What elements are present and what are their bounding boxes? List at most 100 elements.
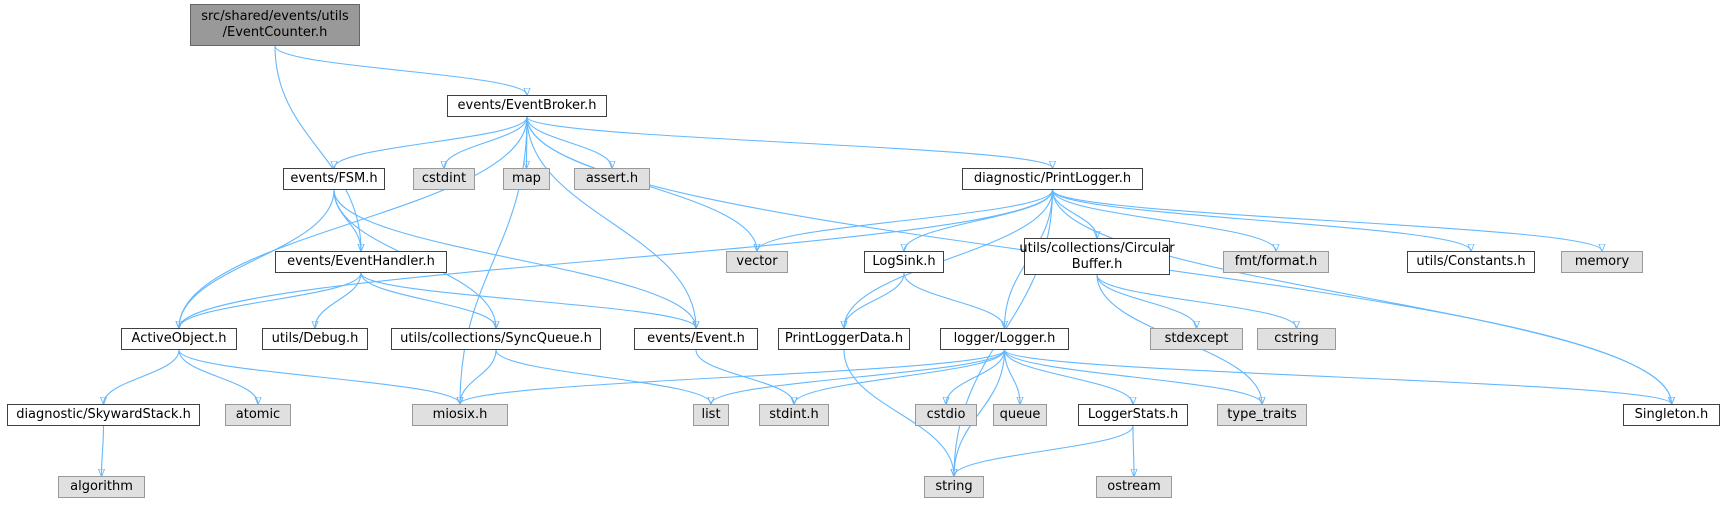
node-miosix: miosix.h bbox=[412, 404, 508, 426]
edge-logger-to-cstdio bbox=[946, 349, 1006, 404]
node-logger[interactable]: logger/Logger.h bbox=[940, 328, 1069, 350]
edge-activeobj-to-miosix bbox=[178, 349, 460, 404]
edge-logger-to-miosix bbox=[460, 349, 1006, 404]
node-label: atomic bbox=[235, 407, 281, 422]
node-label: Singleton.h bbox=[1634, 407, 1709, 422]
node-cstring: cstring bbox=[1257, 328, 1336, 350]
node-label: stdexcept bbox=[1164, 331, 1229, 346]
node-label: utils/collections/SyncQueue.h bbox=[400, 331, 592, 346]
edge-activeobj-to-atomic bbox=[178, 349, 258, 404]
node-skyward[interactable]: diagnostic/SkywardStack.h bbox=[7, 404, 200, 426]
node-label: events/EventBroker.h bbox=[457, 98, 597, 113]
node-list: list bbox=[693, 404, 729, 426]
node-stdint: stdint.h bbox=[759, 404, 829, 426]
node-label: assert.h bbox=[585, 171, 639, 186]
edge-handler-to-debug bbox=[315, 272, 362, 328]
node-assert: assert.h bbox=[574, 168, 650, 190]
node-label: memory bbox=[1574, 254, 1630, 269]
node-label: algorithm bbox=[70, 479, 133, 494]
node-fsm[interactable]: events/FSM.h bbox=[283, 168, 385, 190]
node-fmt: fmt/format.h bbox=[1223, 251, 1329, 273]
node-label: stdint.h bbox=[769, 407, 819, 422]
node-stdexcept: stdexcept bbox=[1150, 328, 1243, 350]
edge-printlogger-to-vector bbox=[757, 189, 1054, 251]
node-activeobj[interactable]: ActiveObject.h bbox=[121, 328, 237, 350]
node-printlogger[interactable]: diagnostic/PrintLogger.h bbox=[962, 168, 1143, 190]
node-circbuf[interactable]: utils/collections/Circular Buffer.h bbox=[1019, 238, 1175, 275]
node-label: ActiveObject.h bbox=[131, 331, 227, 346]
node-label: cstdint bbox=[421, 171, 467, 186]
edge-circbuf-to-cstring bbox=[1096, 274, 1297, 328]
edge-syncqueue-to-list bbox=[495, 349, 711, 404]
node-logsink[interactable]: LogSink.h bbox=[864, 251, 944, 273]
node-label: src/shared/events/utils /EventCounter.h bbox=[201, 9, 349, 40]
edge-broker-to-miosix bbox=[460, 116, 528, 404]
node-memory: memory bbox=[1561, 251, 1643, 273]
node-singleton[interactable]: Singleton.h bbox=[1623, 404, 1720, 426]
node-typetraits: type_traits bbox=[1217, 404, 1307, 426]
edge-logger-to-singleton bbox=[1003, 349, 1672, 404]
edge-handler-to-syncqueue bbox=[360, 272, 496, 328]
node-label: cstring bbox=[1274, 331, 1319, 346]
edge-logger-to-list bbox=[711, 349, 1006, 404]
node-label: LoggerStats.h bbox=[1087, 407, 1179, 422]
edge-printlogger-to-circbuf bbox=[1051, 189, 1098, 238]
node-label: map bbox=[512, 171, 541, 186]
node-cstdio: cstdio bbox=[915, 404, 977, 426]
node-event[interactable]: events/Event.h bbox=[634, 328, 758, 350]
edge-logger-to-stdint bbox=[794, 349, 1006, 404]
edge-logsink-to-logger bbox=[903, 272, 1005, 328]
node-label: utils/Constants.h bbox=[1416, 254, 1526, 269]
edge-printlogger-to-pld bbox=[844, 189, 1054, 328]
edge-loggerstats-to-string bbox=[954, 425, 1134, 476]
edge-broker-to-printlogger bbox=[526, 116, 1053, 168]
edge-printlogger-to-singleton bbox=[1051, 189, 1672, 404]
node-broker[interactable]: events/EventBroker.h bbox=[447, 95, 607, 117]
edge-printlogger-to-fmt bbox=[1051, 189, 1277, 251]
edge-syncqueue-to-miosix bbox=[460, 349, 497, 404]
node-label: vector bbox=[736, 254, 778, 269]
node-label: logger/Logger.h bbox=[953, 331, 1056, 346]
node-label: LogSink.h bbox=[872, 254, 936, 269]
edge-broker-to-cstdint bbox=[444, 116, 528, 168]
edge-printlogger-to-constants bbox=[1051, 189, 1472, 251]
node-label: diagnostic/PrintLogger.h bbox=[973, 171, 1132, 186]
edge-printlogger-to-activeobj bbox=[179, 189, 1054, 328]
node-constants[interactable]: utils/Constants.h bbox=[1407, 251, 1535, 273]
edge-root-to-handler bbox=[274, 45, 361, 251]
node-label: queue bbox=[999, 407, 1041, 422]
edge-skyward-to-algorithm bbox=[102, 425, 104, 476]
edge-handler-to-event bbox=[360, 272, 696, 328]
node-string: string bbox=[924, 476, 984, 498]
node-queue: queue bbox=[993, 404, 1047, 426]
node-pld[interactable]: PrintLoggerData.h bbox=[778, 328, 910, 350]
node-debug[interactable]: utils/Debug.h bbox=[262, 328, 368, 350]
node-label: type_traits bbox=[1227, 407, 1297, 422]
node-label: ostream bbox=[1107, 479, 1161, 494]
edge-activeobj-to-skyward bbox=[104, 349, 180, 404]
edge-broker-to-assert bbox=[526, 116, 612, 168]
node-cstdint: cstdint bbox=[413, 168, 475, 190]
node-root: src/shared/events/utils /EventCounter.h bbox=[190, 4, 360, 46]
node-loggerstats[interactable]: LoggerStats.h bbox=[1078, 404, 1188, 426]
edge-loggerstats-to-ostream bbox=[1133, 425, 1134, 476]
node-label: string bbox=[935, 479, 973, 494]
node-label: utils/Debug.h bbox=[271, 331, 359, 346]
node-handler[interactable]: events/EventHandler.h bbox=[275, 251, 447, 273]
node-label: utils/collections/Circular Buffer.h bbox=[1019, 240, 1175, 272]
node-label: events/EventHandler.h bbox=[287, 254, 435, 269]
node-syncqueue[interactable]: utils/collections/SyncQueue.h bbox=[391, 328, 601, 350]
node-map: map bbox=[503, 168, 550, 190]
node-algorithm: algorithm bbox=[58, 476, 145, 498]
edge-logger-to-string bbox=[954, 349, 1006, 476]
edge-fsm-to-event bbox=[333, 189, 696, 328]
edge-pld-to-string bbox=[843, 349, 954, 476]
edge-logger-to-loggerstats bbox=[1003, 349, 1134, 404]
edge-printlogger-to-memory bbox=[1051, 189, 1603, 251]
node-label: PrintLoggerData.h bbox=[784, 331, 904, 346]
edge-fsm-to-activeobj bbox=[179, 189, 335, 328]
edge-logger-to-queue bbox=[1003, 349, 1021, 404]
edge-logsink-to-pld bbox=[844, 272, 905, 328]
node-label: fmt/format.h bbox=[1234, 254, 1318, 269]
edge-handler-to-activeobj bbox=[179, 272, 362, 328]
